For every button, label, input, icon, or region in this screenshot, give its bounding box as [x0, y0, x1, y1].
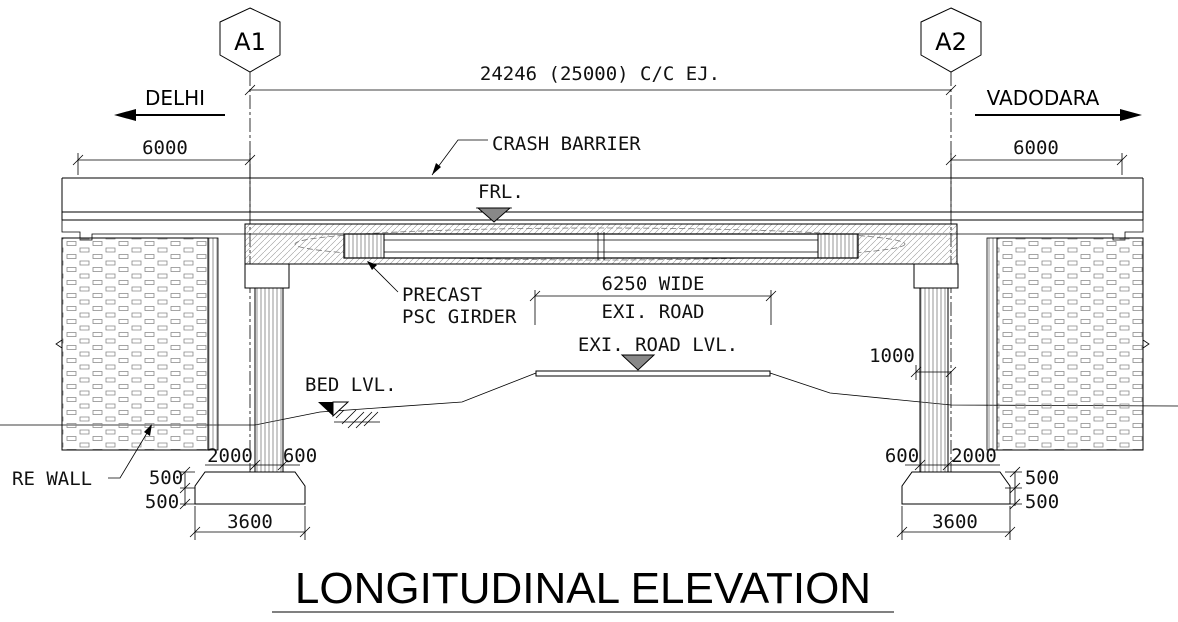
pier-right [901, 263, 1011, 505]
right-base-dimensions: 600 2000 500 500 3600 [885, 445, 1059, 540]
approach-dimension-right-text: 6000 [1013, 137, 1059, 159]
axis-a1-label: A1 [234, 28, 266, 56]
left-dim-600: 600 [283, 445, 317, 467]
span-dimension: 24246 (25000) C/C EJ. [244, 63, 957, 96]
span-dimension-text: 24246 (25000) C/C EJ. [480, 63, 720, 85]
right-dim-500-bottom: 500 [1025, 491, 1059, 513]
axis-a2-marker: A2 [920, 7, 982, 73]
crash-barrier-label: CRASH BARRIER [492, 133, 641, 155]
left-dim-3600: 3600 [227, 511, 273, 533]
existing-road-dimension: 6250 WIDE EXI. ROAD [529, 273, 777, 325]
bed-level: BED LVL. [305, 374, 397, 429]
existing-road-surface [535, 370, 771, 377]
road-name-label: EXI. ROAD [602, 301, 705, 323]
approach-dimension-left: 6000 [72, 137, 256, 178]
road-width-label: 6250 WIDE [602, 273, 705, 295]
road-level: EXI. ROAD LVL. [535, 334, 771, 377]
pier-column-left [254, 287, 284, 473]
re-wall-right [986, 237, 1150, 451]
girder-label-line2: PSC GIRDER [402, 306, 517, 328]
direction-right-label: VADODARA [987, 86, 1100, 110]
left-dim-500-top: 500 [149, 467, 183, 489]
precast-psc-girder: PRECAST PSC GIRDER [343, 232, 859, 328]
left-dim-500-bottom: 500 [145, 491, 179, 513]
approach-dimension-right: 6000 [945, 137, 1128, 178]
footing-right [901, 471, 1011, 505]
frl-label: FRL. [478, 181, 524, 203]
direction-right: VADODARA [975, 86, 1142, 121]
bed-level-label: BED LVL. [305, 374, 397, 396]
axis-a1-marker: A1 [219, 7, 281, 73]
frl-marker: FRL. [476, 181, 524, 223]
right-dim-2000: 2000 [951, 445, 997, 467]
pier-width-dimension: 1000 [869, 345, 957, 380]
crash-barrier: CRASH BARRIER [61, 133, 1144, 221]
direction-left-label: DELHI [145, 86, 205, 110]
right-dim-3600: 3600 [932, 511, 978, 533]
girder-label-line1: PRECAST [402, 284, 482, 306]
approach-dimension-left-text: 6000 [142, 137, 188, 159]
re-wall-label: RE WALL [12, 468, 92, 490]
pier-cap-right [913, 263, 959, 289]
left-base-dimensions: 2000 600 500 500 3600 [145, 445, 317, 540]
road-level-label: EXI. ROAD LVL. [578, 334, 738, 356]
left-dim-2000: 2000 [207, 445, 253, 467]
pier-left [194, 263, 306, 505]
footing-left [194, 471, 306, 505]
pier-cap-left [244, 263, 290, 289]
pier-column-right [919, 287, 949, 473]
drawing-title: LONGITUDINAL ELEVATION [272, 564, 894, 613]
right-dim-600: 600 [885, 445, 919, 467]
right-dim-500-top: 500 [1025, 467, 1059, 489]
axis-a2-label: A2 [935, 28, 967, 56]
drawing-title-text: LONGITUDINAL ELEVATION [295, 564, 871, 613]
re-wall-left: RE WALL [12, 237, 219, 490]
pier-width-text: 1000 [869, 345, 915, 367]
direction-left: DELHI [114, 86, 225, 121]
